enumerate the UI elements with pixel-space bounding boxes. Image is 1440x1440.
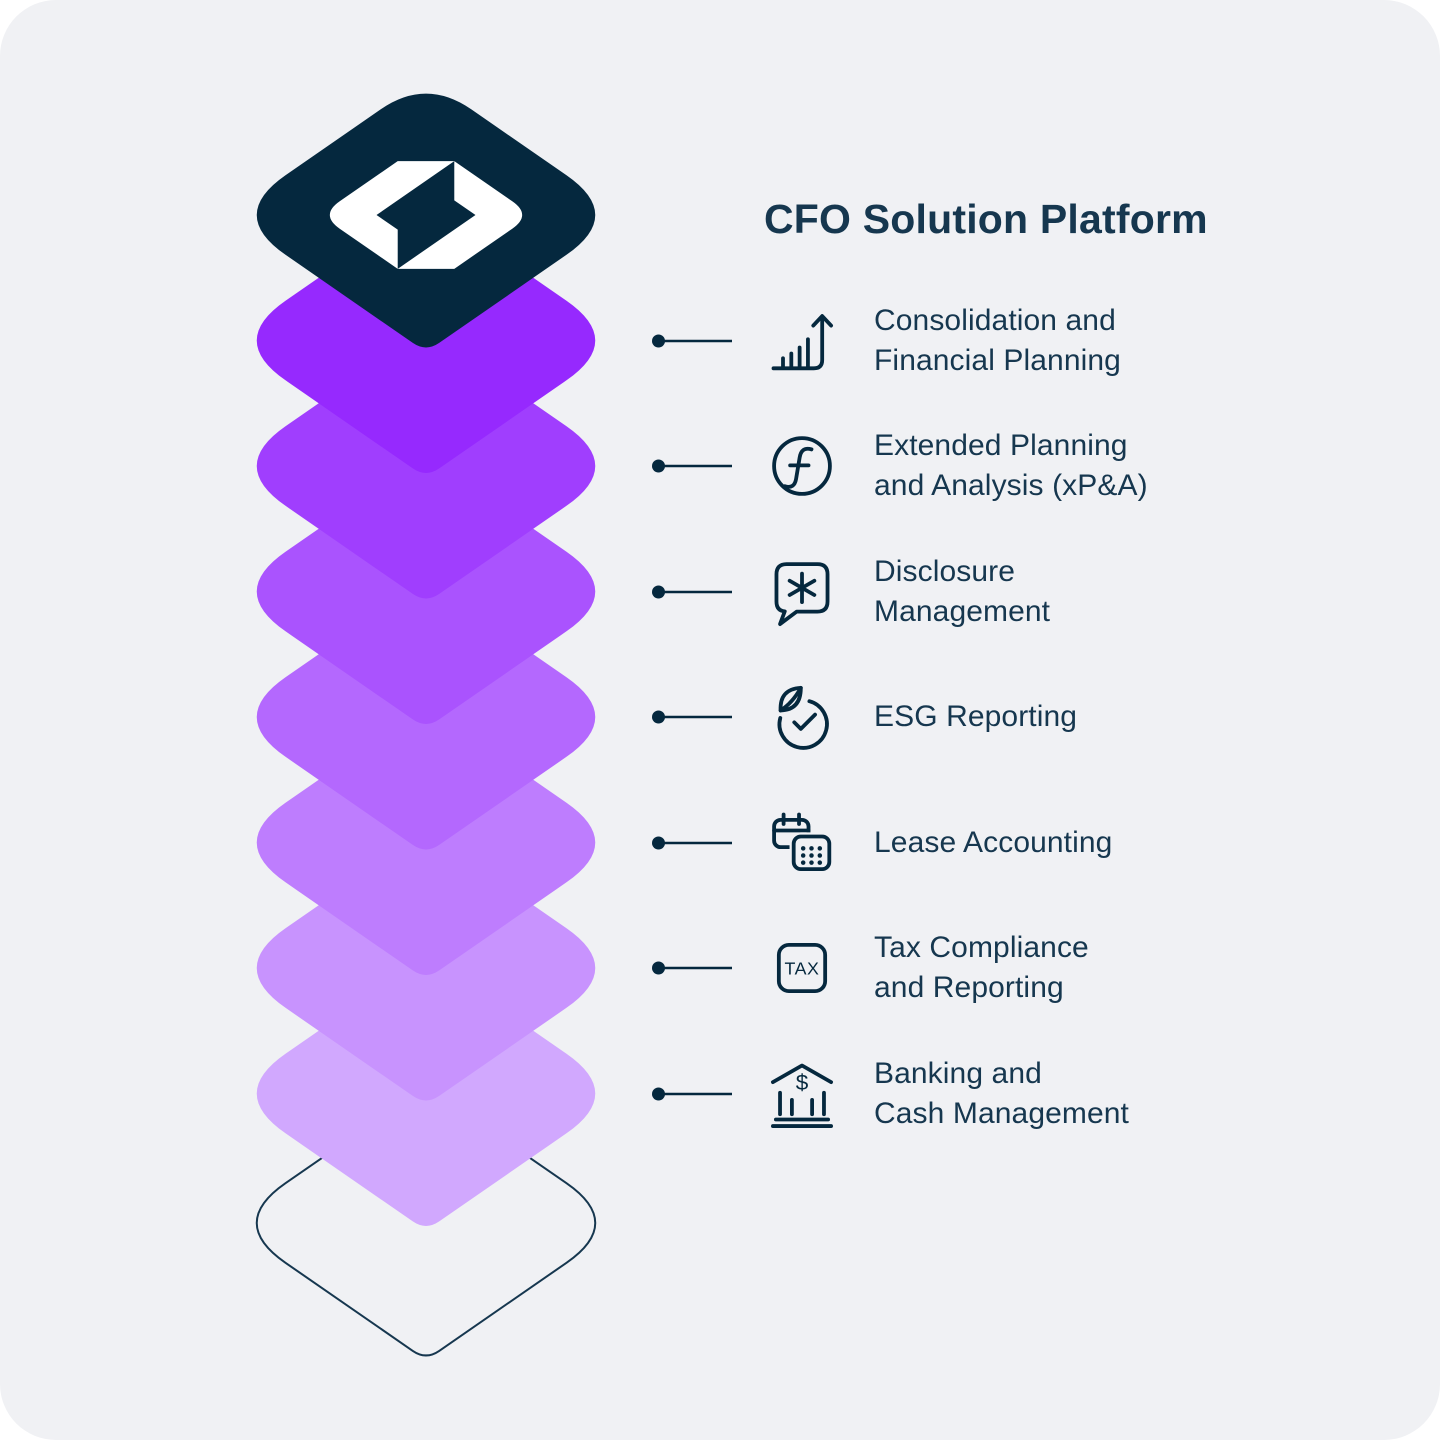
item-label: Consolidation and Financial Planning (874, 301, 1121, 381)
item-label-line: Banking and (874, 1056, 1042, 1090)
growth-chart-icon (760, 299, 844, 383)
item-label-line: Consolidation and (874, 304, 1116, 337)
calendar-icon (760, 801, 844, 885)
tax-icon-text: TAX (784, 959, 819, 979)
item-row-tax: TAX Tax Compliance and Reporting (650, 926, 1089, 1010)
item-label-line: and Reporting (874, 971, 1064, 1004)
item-row-lease: Lease Accounting (650, 801, 1112, 885)
item-row-banking: $ Banking and Cash Management (650, 1052, 1129, 1136)
item-row-disclosure: Disclosure Management (650, 550, 1050, 634)
item-label: Extended Planning and Analysis (xP&A) (874, 426, 1148, 506)
item-row-consolidation: Consolidation and Financial Planning (650, 299, 1121, 383)
bank-icon: $ (760, 1052, 844, 1136)
dollar-icon-text: $ (796, 1069, 809, 1094)
connector-line (652, 1087, 732, 1100)
item-label-line: Tax Compliance (874, 931, 1089, 964)
item-label-line: Disclosure (874, 554, 1016, 588)
interlocking-brackets-logo-icon (329, 161, 523, 269)
leaf-check-icon (760, 675, 844, 759)
item-label-line: Management (874, 594, 1051, 628)
item-label-line: and Analysis (xP&A) (874, 469, 1148, 502)
logo-diamond (256, 93, 596, 348)
item-label-line: Extended Planning (874, 429, 1128, 462)
connector-line (652, 459, 732, 473)
item-label: Lease Accounting (874, 823, 1112, 863)
item-row-xpa: Extended Planning and Analysis (xP&A) (650, 424, 1148, 508)
connector-line (652, 585, 732, 598)
item-label-line: ESG Reporting (874, 700, 1078, 733)
item-label: Disclosure Management (874, 552, 1050, 632)
item-row-esg: ESG Reporting (650, 675, 1077, 759)
connector-line (652, 710, 732, 724)
item-label: Tax Compliance and Reporting (874, 928, 1089, 1008)
page-title: CFO Solution Platform (764, 196, 1208, 242)
speech-bubble-asterisk-icon (760, 550, 844, 634)
connector-line (652, 334, 732, 348)
connector-line (652, 961, 732, 975)
connector-line (652, 836, 732, 849)
tax-box-icon: TAX (760, 926, 844, 1010)
item-label: Banking and Cash Management (874, 1054, 1129, 1134)
item-label-line: Financial Planning (874, 344, 1121, 377)
item-label: ESG Reporting (874, 697, 1077, 737)
item-label-line: Lease Accounting (874, 825, 1113, 859)
function-circle-icon (760, 424, 844, 508)
item-label-line: Cash Management (874, 1096, 1129, 1130)
